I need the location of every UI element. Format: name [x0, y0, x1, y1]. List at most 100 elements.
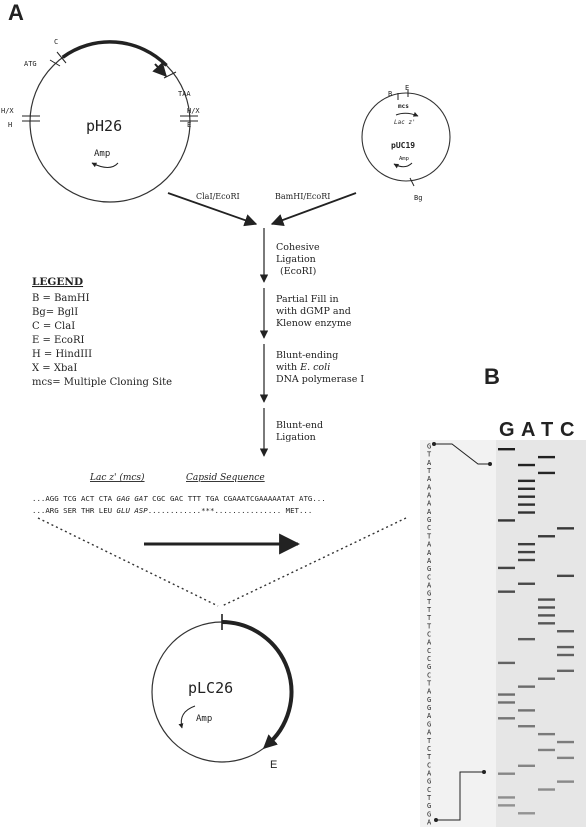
legend-item: X = XbaI — [32, 363, 77, 374]
read-base: C — [427, 761, 431, 769]
read-base: G — [427, 663, 431, 671]
puc19-amp-label: Amp — [399, 156, 409, 162]
puc19-e-label: E — [405, 84, 409, 92]
read-base: T — [427, 532, 432, 540]
gel-band — [518, 764, 535, 767]
read-base: G — [427, 802, 431, 810]
bottom-bracket-dot — [434, 818, 438, 822]
read-base: T — [427, 737, 432, 745]
read-base: A — [427, 712, 432, 720]
ph26-h-left-label: H — [8, 121, 12, 129]
gel-band — [557, 669, 574, 673]
read-base: T — [427, 606, 432, 614]
read-base: G — [427, 696, 431, 704]
ph26-taa-label: TAA — [178, 90, 191, 98]
gel-band — [538, 471, 555, 475]
left-digest-label: ClaI/EcoRI — [196, 192, 240, 201]
gel-band — [518, 725, 535, 728]
read-sequence: GTATAAAAAGCTAAAGCAGTTTTCACCGCTAGGAGATCTC… — [427, 443, 432, 827]
read-base: A — [427, 541, 432, 549]
read-base: A — [427, 557, 432, 565]
read-base: G — [427, 778, 431, 786]
read-base: T — [427, 794, 432, 802]
read-base: A — [427, 688, 432, 696]
read-base: T — [427, 622, 432, 630]
legend-title: LEGEND — [32, 276, 83, 288]
read-base: A — [427, 508, 432, 516]
gel-bands — [498, 448, 574, 815]
dna-sequence: ...AGG TCG ACT CTA GAG GAT CGC GAC TTT T… — [32, 494, 326, 503]
ph26-e-right-label: E — [187, 121, 191, 129]
ph26-c-label: C — [54, 38, 58, 46]
plc26-name: pLC26 — [188, 679, 233, 697]
gel-lanes-area — [496, 440, 586, 827]
top-bracket — [435, 443, 490, 465]
gel-band — [518, 582, 535, 585]
puc19-ring — [361, 92, 451, 182]
read-base: A — [427, 459, 432, 467]
read-base: C — [427, 655, 431, 663]
top-bracket-dot — [432, 442, 436, 446]
zoom-line-left — [37, 517, 219, 607]
legend-item: E = EcoRI — [32, 335, 84, 346]
gel-band — [498, 772, 515, 775]
step-blunt-end-ligation: Blunt-end Ligation — [276, 420, 326, 443]
ph26-c-tick — [56, 51, 67, 64]
gel-band — [538, 622, 555, 625]
ph26-amp-arrow — [91, 162, 119, 168]
read-base: A — [427, 500, 432, 508]
read-base: G — [427, 516, 431, 524]
read-base: A — [427, 769, 432, 777]
gel-band — [518, 495, 535, 498]
ph26-hx-right-label: H/X — [187, 107, 200, 115]
gel-band — [557, 740, 574, 744]
read-base: A — [427, 492, 432, 500]
plc26-amp-label: Amp — [196, 714, 212, 724]
step-partial-fill: Partial Fill in with dGMP and Klenow enz… — [276, 294, 354, 329]
gel-band — [518, 463, 535, 467]
gel-band — [518, 487, 535, 490]
lane-label: G — [499, 419, 515, 441]
puc19-plasmid: B E Bg mcs Lac z' pUC19 Amp — [361, 84, 451, 202]
puc19-lacz-arrow — [395, 111, 419, 117]
puc19-amp-arrow — [393, 162, 413, 169]
read-base: T — [427, 614, 432, 622]
puc19-bg-label: Bg — [414, 194, 422, 202]
gel-band — [538, 748, 555, 752]
right-digest-label: BamHI/EcoRI — [275, 192, 330, 201]
gel-band — [518, 709, 535, 712]
zoom-line-right — [221, 517, 407, 607]
gel-band — [538, 598, 555, 601]
ph26-plasmid: ATG C TAA H/X H H/X E pH26 Amp — [1, 38, 200, 203]
legend: LEGEND B = BamHI Bg= BglI C = ClaI E = E… — [32, 276, 172, 388]
gel-band — [518, 685, 535, 688]
ph26-hx-left-label: H/X — [1, 107, 14, 115]
panel-a-label: A — [8, 0, 24, 25]
lane-label: A — [521, 419, 535, 441]
plc26-direction-arrow — [262, 734, 279, 749]
gel-band — [518, 812, 535, 815]
read-base: G — [427, 590, 431, 598]
legend-item: Bg= BglI — [32, 307, 78, 318]
gel-band — [538, 614, 555, 617]
gel-panel: G A T C GTATAAAAAGCTAAAGCAGTTTTCACCGCTAG… — [420, 419, 586, 827]
gel-band — [538, 535, 555, 538]
read-base: A — [427, 639, 432, 647]
plc26-e-label: E — [270, 759, 277, 771]
puc19-b-label: B — [388, 90, 392, 98]
legend-item: C = ClaI — [32, 321, 75, 332]
right-digest-arrow — [270, 192, 357, 226]
lane-label: T — [541, 419, 553, 441]
read-base: G — [427, 443, 431, 451]
ph26-direction-arrow — [152, 61, 167, 78]
read-base: C — [427, 745, 431, 753]
capsid-sequence-header: Capsid Sequence — [186, 473, 265, 483]
gel-band — [518, 503, 535, 506]
gel-band — [498, 519, 515, 522]
gel-band — [498, 796, 515, 799]
gel-band — [498, 804, 515, 807]
bottom-bracket-dot — [482, 770, 486, 774]
ph26-amp-label: Amp — [94, 149, 110, 159]
ph26-name: pH26 — [86, 117, 122, 135]
gel-band — [498, 701, 515, 704]
